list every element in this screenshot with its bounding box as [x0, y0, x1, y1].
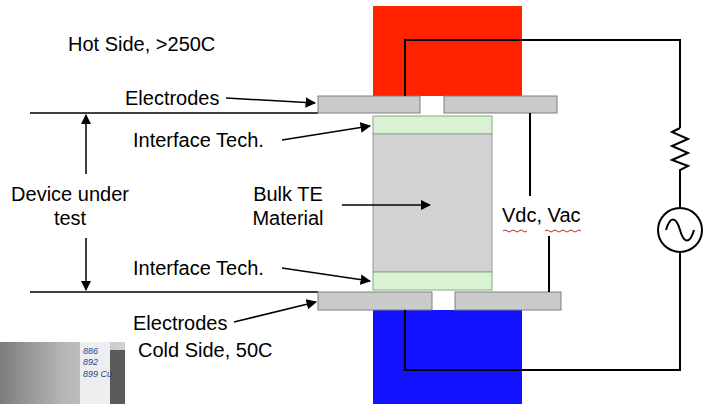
- callout-label: Interface Tech.: [133, 256, 264, 280]
- photo-shadow: [110, 350, 125, 404]
- callout-label: Bulk TE Material: [238, 182, 338, 230]
- reference-line: [30, 291, 318, 293]
- electrode-plate: [455, 292, 561, 310]
- callout-label: Interface Tech.: [133, 128, 264, 152]
- leader-arrow: [234, 302, 316, 322]
- side-label: Hot Side, >250C: [68, 32, 215, 56]
- hot-side-block: [373, 6, 522, 96]
- sine-symbol: [666, 220, 694, 241]
- interface-layer: [373, 272, 492, 290]
- cold-side-block: [373, 310, 522, 404]
- probe-lead: [529, 113, 531, 196]
- electrode-plate: [318, 96, 420, 113]
- ac-source-symbol: [658, 208, 702, 252]
- side-label: Cold Side, 50C: [138, 338, 273, 362]
- spellcheck-underline: [503, 230, 581, 232]
- probe-lead: [548, 236, 550, 292]
- reference-line: [30, 112, 318, 114]
- dimension-arrow: [85, 238, 87, 290]
- dimension-label: Device under test: [8, 182, 132, 230]
- leader-arrow: [282, 126, 370, 140]
- handwritten-note: 886: [83, 346, 98, 356]
- handwritten-note: 892: [83, 357, 98, 367]
- bulk-te-block: [373, 134, 492, 272]
- leader-arrow: [226, 98, 315, 103]
- measurement-label: Vdc, Vac: [502, 203, 581, 227]
- callout-label: Electrodes: [133, 311, 228, 335]
- resistor-symbol: [672, 128, 688, 208]
- interface-layer: [373, 116, 492, 134]
- circuit-wire: [405, 40, 680, 128]
- electrode-plate: [444, 96, 557, 113]
- photo-thumbnail: [0, 342, 125, 404]
- leader-arrow: [282, 268, 370, 281]
- callout-label: Electrodes: [125, 86, 220, 110]
- leader-arrow: [342, 204, 430, 206]
- circuit-wire: [405, 252, 680, 370]
- electrode-plate: [318, 292, 432, 310]
- dimension-arrow: [85, 115, 87, 174]
- handwritten-note: 899 Cu: [83, 369, 112, 379]
